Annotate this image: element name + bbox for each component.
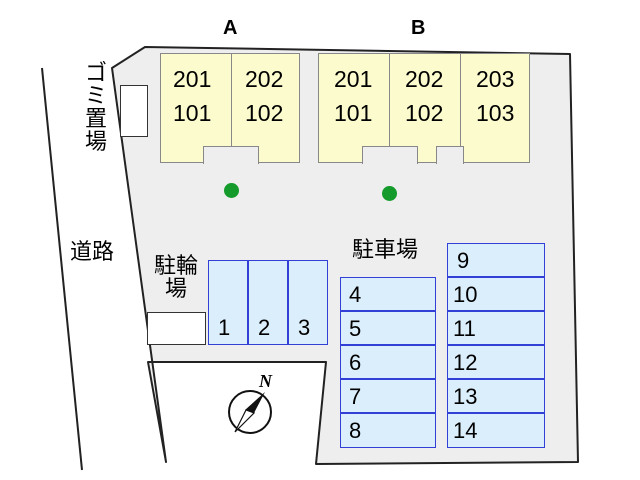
garbage-area — [120, 85, 148, 137]
unit-b-103: 103 — [476, 100, 515, 126]
unit-b-101: 101 — [334, 100, 373, 126]
building-a-label: A — [223, 17, 238, 39]
parking-space-number: 5 — [349, 316, 362, 341]
building-b-label: B — [411, 17, 426, 39]
garbage-area-label: ゴミ置場 — [84, 61, 107, 156]
parking-space-4: 4 — [340, 277, 436, 311]
building-b-entrance-2 — [436, 146, 464, 164]
building-a-divider — [231, 53, 232, 163]
parking-space-number: 11 — [453, 316, 476, 341]
tree-icon — [382, 186, 397, 201]
parking-space-7: 7 — [340, 379, 436, 413]
unit-a-201: 201 — [173, 66, 212, 92]
parking-space-number: 7 — [349, 384, 362, 409]
parking-space-number: 13 — [453, 384, 478, 409]
bicycle-space-number: 1 — [218, 315, 231, 340]
building-a-entrance — [203, 146, 259, 164]
parking-space-number: 6 — [349, 350, 362, 375]
parking-space-number: 14 — [453, 418, 478, 443]
parking-space-number: 10 — [453, 282, 478, 307]
parking-space-11: 11 — [447, 311, 545, 345]
building-b-entrance-1 — [362, 146, 418, 164]
bicycle-space-2: 2 — [248, 260, 288, 345]
bicycle-space-number: 2 — [258, 315, 271, 340]
parking-space-13: 13 — [447, 379, 545, 413]
parking-space-9: 9 — [447, 243, 545, 277]
parking-space-5: 5 — [340, 311, 436, 345]
road-label: 道路 — [70, 240, 115, 265]
building-b — [318, 53, 530, 163]
unit-b-202: 202 — [405, 66, 444, 92]
unit-a-101: 101 — [173, 100, 212, 126]
bicycle-space-3: 3 — [288, 260, 328, 345]
unit-b-203: 203 — [476, 66, 515, 92]
road-edge-line — [41, 67, 83, 471]
building-b-divider-2 — [460, 53, 461, 163]
car-parking-label: 駐車場 — [352, 238, 419, 263]
building-b-divider-1 — [389, 53, 390, 163]
parking-space-6: 6 — [340, 345, 436, 379]
bicycle-space-1: 1 — [208, 260, 248, 345]
unit-a-102: 102 — [245, 100, 284, 126]
parking-space-10: 10 — [447, 277, 545, 311]
parking-space-number: 9 — [457, 248, 470, 273]
unit-b-201: 201 — [334, 66, 373, 92]
parking-space-14: 14 — [447, 413, 545, 448]
parking-space-number: 8 — [349, 418, 362, 443]
compass-icon — [228, 390, 272, 434]
bicycle-space-number: 3 — [298, 315, 311, 340]
parking-space-8: 8 — [340, 413, 436, 448]
parking-space-number: 4 — [349, 282, 362, 307]
compass-north-label: N — [259, 371, 272, 391]
unit-b-102: 102 — [405, 100, 444, 126]
bicycle-parking-label: 駐輪場 — [153, 254, 198, 303]
tree-icon — [224, 183, 239, 198]
parking-space-12: 12 — [447, 345, 545, 379]
bicycle-parking-shed — [147, 312, 206, 345]
parking-space-number: 12 — [453, 350, 478, 375]
unit-a-202: 202 — [245, 66, 284, 92]
